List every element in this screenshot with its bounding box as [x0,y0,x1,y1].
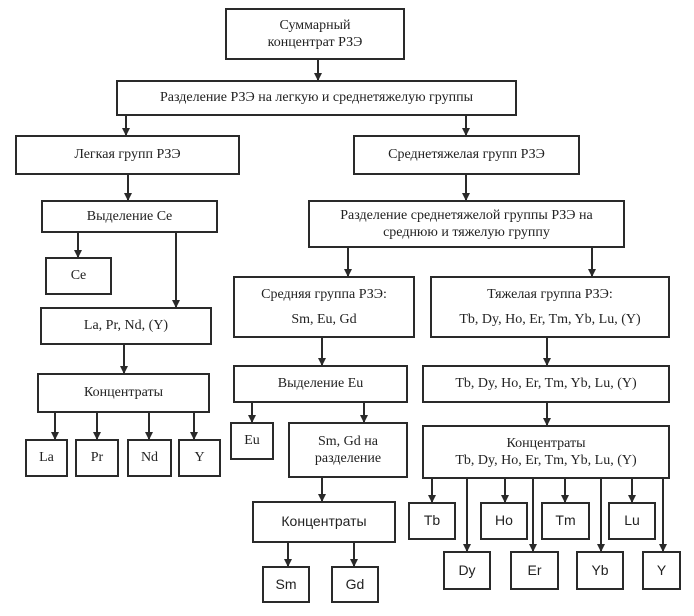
node-text: Pr [90,450,104,466]
node-split-mid-heavy: Разделение среднетяжелой группы РЗЭ на с… [308,200,625,248]
node-nd: Nd [127,439,172,477]
node-text: концентрат РЗЭ [267,35,363,50]
node-dy: Dy [443,551,491,590]
node-eu-separation: Выделение Eu [233,365,408,403]
node-text: Lu [624,512,640,529]
node-sm: Sm [262,566,310,603]
node-text: Суммарный [279,17,351,33]
node-text: Tb, Dy, Ho, Er, Tm, Yb, Lu, (Y) [455,453,637,468]
node-mid-group: Средняя группа РЗЭ: Sm, Eu, Gd [233,276,415,338]
node-text: Er [527,561,542,578]
node-tb: Tb [408,502,456,540]
node-yb: Yb [576,551,624,590]
node-eu: Eu [230,422,274,460]
node-tm: Tm [541,502,590,540]
node-sm-gd-to-separation: Sm, Gd на разделение [288,422,408,478]
node-text: Dy [458,561,476,578]
node-text: Выделение Ce [86,208,173,224]
node-split-light-midheavy: Разделение РЗЭ на легкую и среднетяжелую… [116,80,517,116]
node-midheavy-group: Среднетяжелая групп РЗЭ [353,135,580,175]
node-pr: Pr [75,439,119,477]
node-text: Тяжелая группа РЗЭ: [487,286,613,302]
node-text: Ho [495,512,513,529]
node-text: Средняя группа РЗЭ: [261,286,387,302]
node-text: Tm [555,512,576,529]
node-text: Y [656,561,667,578]
node-text: La, Pr, Nd, (Y) [83,318,169,334]
node-text: Выделение Eu [277,376,364,392]
node-la-pr-nd-y: La, Pr, Nd, (Y) [40,307,212,345]
node-la: La [25,439,68,477]
node-text: Tb, Dy, Ho, Er, Tm, Yb, Lu, (Y) [459,312,641,327]
node-text: Tb, Dy, Ho, Er, Tm, Yb, Lu, (Y) [455,376,637,392]
node-heavy-elements-list: Tb, Dy, Ho, Er, Tm, Yb, Lu, (Y) [422,365,670,403]
node-light-concentrates: Концентраты [37,373,210,413]
node-mid-concentrates: Концентраты [252,501,396,543]
node-y-heavy: Y [642,551,681,590]
node-text: Gd [345,575,365,592]
node-ce-separation: Выделение Ce [41,200,218,233]
node-heavy-group: Тяжелая группа РЗЭ: Tb, Dy, Ho, Er, Tm, … [430,276,670,338]
node-y-light: Y [178,439,221,477]
node-text: Разделение РЗЭ на легкую и среднетяжелую… [160,90,473,106]
node-text: Концентраты [506,435,586,451]
node-ce: Ce [45,257,112,295]
node-text: Ce [70,268,87,284]
node-text: Среднетяжелая групп РЗЭ [388,147,545,163]
node-text: среднюю и тяжелую группу [383,225,550,240]
node-text: Sm, Gd на [318,433,378,449]
node-text: Eu [244,433,260,449]
node-text: Sm, Eu, Gd [291,312,357,327]
node-text: Легкая групп РЗЭ [74,147,181,163]
node-text: Sm [275,575,297,592]
node-total-concentrate: Суммарный концентрат РЗЭ [225,8,405,60]
node-text: Nd [140,450,159,466]
node-er: Er [510,551,559,590]
node-text: La [39,450,54,466]
node-ho: Ho [480,502,528,540]
node-gd: Gd [331,566,379,603]
node-heavy-concentrates: Концентраты Tb, Dy, Ho, Er, Tm, Yb, Lu, … [422,425,670,479]
node-text: Tb [423,512,441,529]
node-text: Концентраты [84,385,163,401]
node-text: разделение [314,451,382,466]
node-text: Y [194,450,205,466]
node-text: Yb [591,561,609,578]
node-text: Концентраты [281,513,367,530]
node-text: Разделение среднетяжелой группы РЗЭ на [340,207,593,223]
node-lu: Lu [608,502,656,540]
node-light-group: Легкая групп РЗЭ [15,135,240,175]
